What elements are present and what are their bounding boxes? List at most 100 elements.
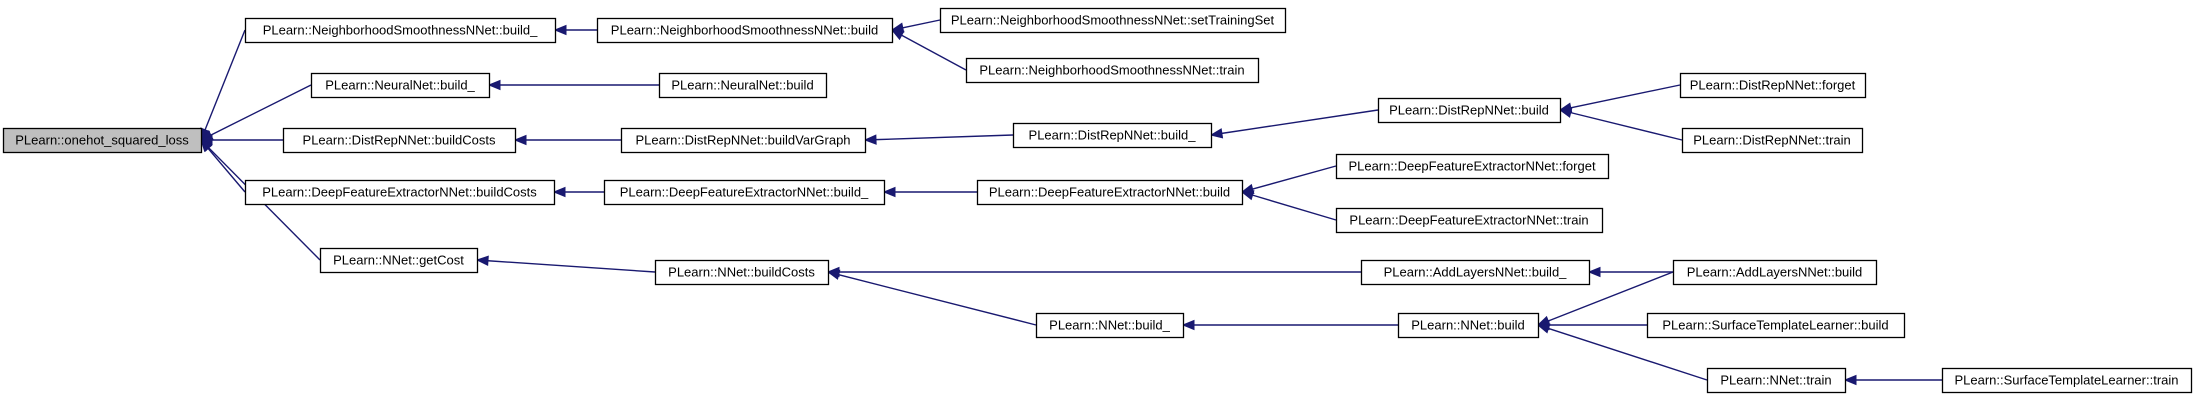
node-label: PLearn::DeepFeatureExtractorNNet::build [989,185,1230,200]
graph-node-nnet-getCost[interactable]: PLearn::NNet::getCost [319,247,479,274]
graph-node-nsnn-build-[interactable]: PLearn::NeighborhoodSmoothnessNNet::buil… [244,17,557,44]
graph-node-nnet-buildCosts[interactable]: PLearn::NNet::buildCosts [654,259,830,286]
node-box [1646,312,1906,339]
graph-edges [199,19,1942,386]
graph-node-stl-train[interactable]: PLearn::SurfaceTemplateLearner::train [1941,367,2193,394]
edge-nsnn-train-to-nsnn-build [890,29,967,71]
node-label: PLearn::NeighborhoodSmoothnessNNet::buil… [611,23,878,38]
graph-node-nsnn-train[interactable]: PLearn::NeighborhoodSmoothnessNNet::trai… [965,57,1260,84]
node-label: PLearn::NNet::buildCosts [668,265,815,280]
node-box [1941,367,2193,394]
node-label: PLearn::NNet::train [1720,373,1831,388]
node-box [244,179,556,206]
node-box [1035,312,1185,339]
node-box [1335,207,1604,234]
node-label: PLearn::NeighborhoodSmoothnessNNet::buil… [263,23,538,38]
edge-distrep-buildCosts-to-onehot [199,134,283,146]
node-label: PLearn::DistRepNNet::buildVarGraph [635,133,850,148]
node-label: PLearn::DistRepNNet::buildCosts [303,133,496,148]
node-box [658,72,828,99]
node-box [2,127,203,154]
node-label: PLearn::DistRepNNet::build_ [1029,128,1197,143]
node-box [620,127,867,154]
graph-node-neuralnet-build-[interactable]: PLearn::NeuralNet::build_ [310,72,491,99]
node-box [965,57,1260,84]
edge-distrep-train-to-distrep-build [1558,107,1683,141]
graph-node-nsnn-setTrainingSet[interactable]: PLearn::NeighborhoodSmoothnessNNet::setT… [939,7,1287,34]
edge-dfe-forget-to-dfe-build [1240,165,1337,194]
graph-node-dfe-forget[interactable]: PLearn::DeepFeatureExtractorNNet::forget [1335,153,1610,180]
node-box [1672,259,1878,286]
node-box [603,179,886,206]
graph-node-dfe-buildCosts[interactable]: PLearn::DeepFeatureExtractorNNet::buildC… [244,179,556,206]
node-label: PLearn::DeepFeatureExtractorNNet::build_ [620,185,869,200]
graph-node-onehot[interactable]: PLearn::onehot_squared_loss [2,127,203,154]
graph-node-distrep-train[interactable]: PLearn::DistRepNNet::train [1681,127,1864,154]
node-box [596,17,894,44]
node-label: PLearn::onehot_squared_loss [15,133,189,148]
edge-nsnn-build--to-onehot [200,29,246,142]
graph-nodes: PLearn::onehot_squared_loss PLearn::Neigh… [2,7,2193,394]
node-box [244,17,557,44]
node-label: PLearn::DistRepNNet::forget [1690,78,1856,93]
node-box [939,7,1287,34]
edge-distrep-forget-to-distrep-build [1558,84,1681,113]
node-label: PLearn::DeepFeatureExtractorNNet::train [1349,213,1588,228]
edge-distrep-buildVarGraph-to-distrep-buildCosts [513,134,621,146]
edge-dfe-build-to-dfe-build- [882,186,977,198]
edge-nnet-build--to-nnet-buildCosts [826,269,1037,326]
node-label: PLearn::SurfaceTemplateLearner::build [1662,318,1888,333]
node-box [1706,367,1847,394]
node-box [319,247,479,274]
node-label: PLearn::DistRepNNet::build [1389,103,1549,118]
node-label: PLearn::DistRepNNet::train [1693,133,1851,148]
graph-node-distrep-buildVarGraph[interactable]: PLearn::DistRepNNet::buildVarGraph [620,127,867,154]
edge-distrep-build-to-distrep-build- [1209,109,1379,139]
node-label: PLearn::DeepFeatureExtractorNNet::forget [1348,159,1596,174]
graph-node-addlayers-build[interactable]: PLearn::AddLayersNNet::build [1672,259,1878,286]
graph-node-nnet-train[interactable]: PLearn::NNet::train [1706,367,1847,394]
edge-addlayers-build-to-addlayers-build- [1587,266,1673,278]
edge-nsnn-build-to-nsnn-build- [553,24,597,36]
graph-node-nnet-build-[interactable]: PLearn::NNet::build_ [1035,312,1185,339]
edge-addlayers-build--to-nnet-buildCosts [826,266,1361,278]
node-box [310,72,491,99]
node-box [1681,127,1864,154]
graph-node-neuralnet-build[interactable]: PLearn::NeuralNet::build [658,72,828,99]
node-box [976,179,1244,206]
node-box [1335,153,1610,180]
node-label: PLearn::NNet::build [1411,318,1524,333]
graph-node-dfe-build-[interactable]: PLearn::DeepFeatureExtractorNNet::build_ [603,179,886,206]
graph-node-dfe-train[interactable]: PLearn::DeepFeatureExtractorNNet::train [1335,207,1604,234]
edge-nnet-train-to-nnet-build [1536,323,1708,381]
node-label: PLearn::NNet::build_ [1049,318,1170,333]
graph-node-nsnn-build[interactable]: PLearn::NeighborhoodSmoothnessNNet::buil… [596,17,894,44]
node-label: PLearn::DeepFeatureExtractorNNet::buildC… [262,185,537,200]
edge-dfe-train-to-dfe-build [1240,190,1337,221]
node-label: PLearn::NeighborhoodSmoothnessNNet::trai… [979,63,1244,78]
edge-stl-build-to-nnet-build [1536,319,1647,331]
node-label: PLearn::NeuralNet::build_ [325,78,475,93]
graph-node-distrep-buildCosts[interactable]: PLearn::DistRepNNet::buildCosts [282,127,517,154]
graph-node-distrep-build-[interactable]: PLearn::DistRepNNet::build_ [1012,122,1213,149]
graph-node-nnet-build[interactable]: PLearn::NNet::build [1397,312,1540,339]
node-box [1012,122,1213,149]
edge-nnet-build-to-nnet-build- [1181,319,1398,331]
node-label: PLearn::NeuralNet::build [671,78,813,93]
graph-node-dfe-build[interactable]: PLearn::DeepFeatureExtractorNNet::build [976,179,1244,206]
graph-node-addlayers-build-[interactable]: PLearn::AddLayersNNet::build_ [1360,259,1591,286]
graph-node-distrep-forget[interactable]: PLearn::DistRepNNet::forget [1679,72,1867,99]
node-box [1679,72,1867,99]
node-box [1360,259,1591,286]
edge-distrep-build--to-distrep-buildVarGraph [863,134,1014,145]
edge-stl-train-to-nnet-train [1843,374,1942,386]
graph-node-stl-build[interactable]: PLearn::SurfaceTemplateLearner::build [1646,312,1906,339]
graph-node-distrep-build[interactable]: PLearn::DistRepNNet::build [1377,97,1562,124]
node-box [1397,312,1540,339]
node-label: PLearn::NeighborhoodSmoothnessNNet::setT… [951,13,1275,28]
node-box [1377,97,1562,124]
node-label: PLearn::AddLayersNNet::build_ [1384,265,1568,280]
node-label: PLearn::AddLayersNNet::build [1687,265,1863,280]
edge-dfe-build--to-dfe-buildCosts [552,186,604,198]
